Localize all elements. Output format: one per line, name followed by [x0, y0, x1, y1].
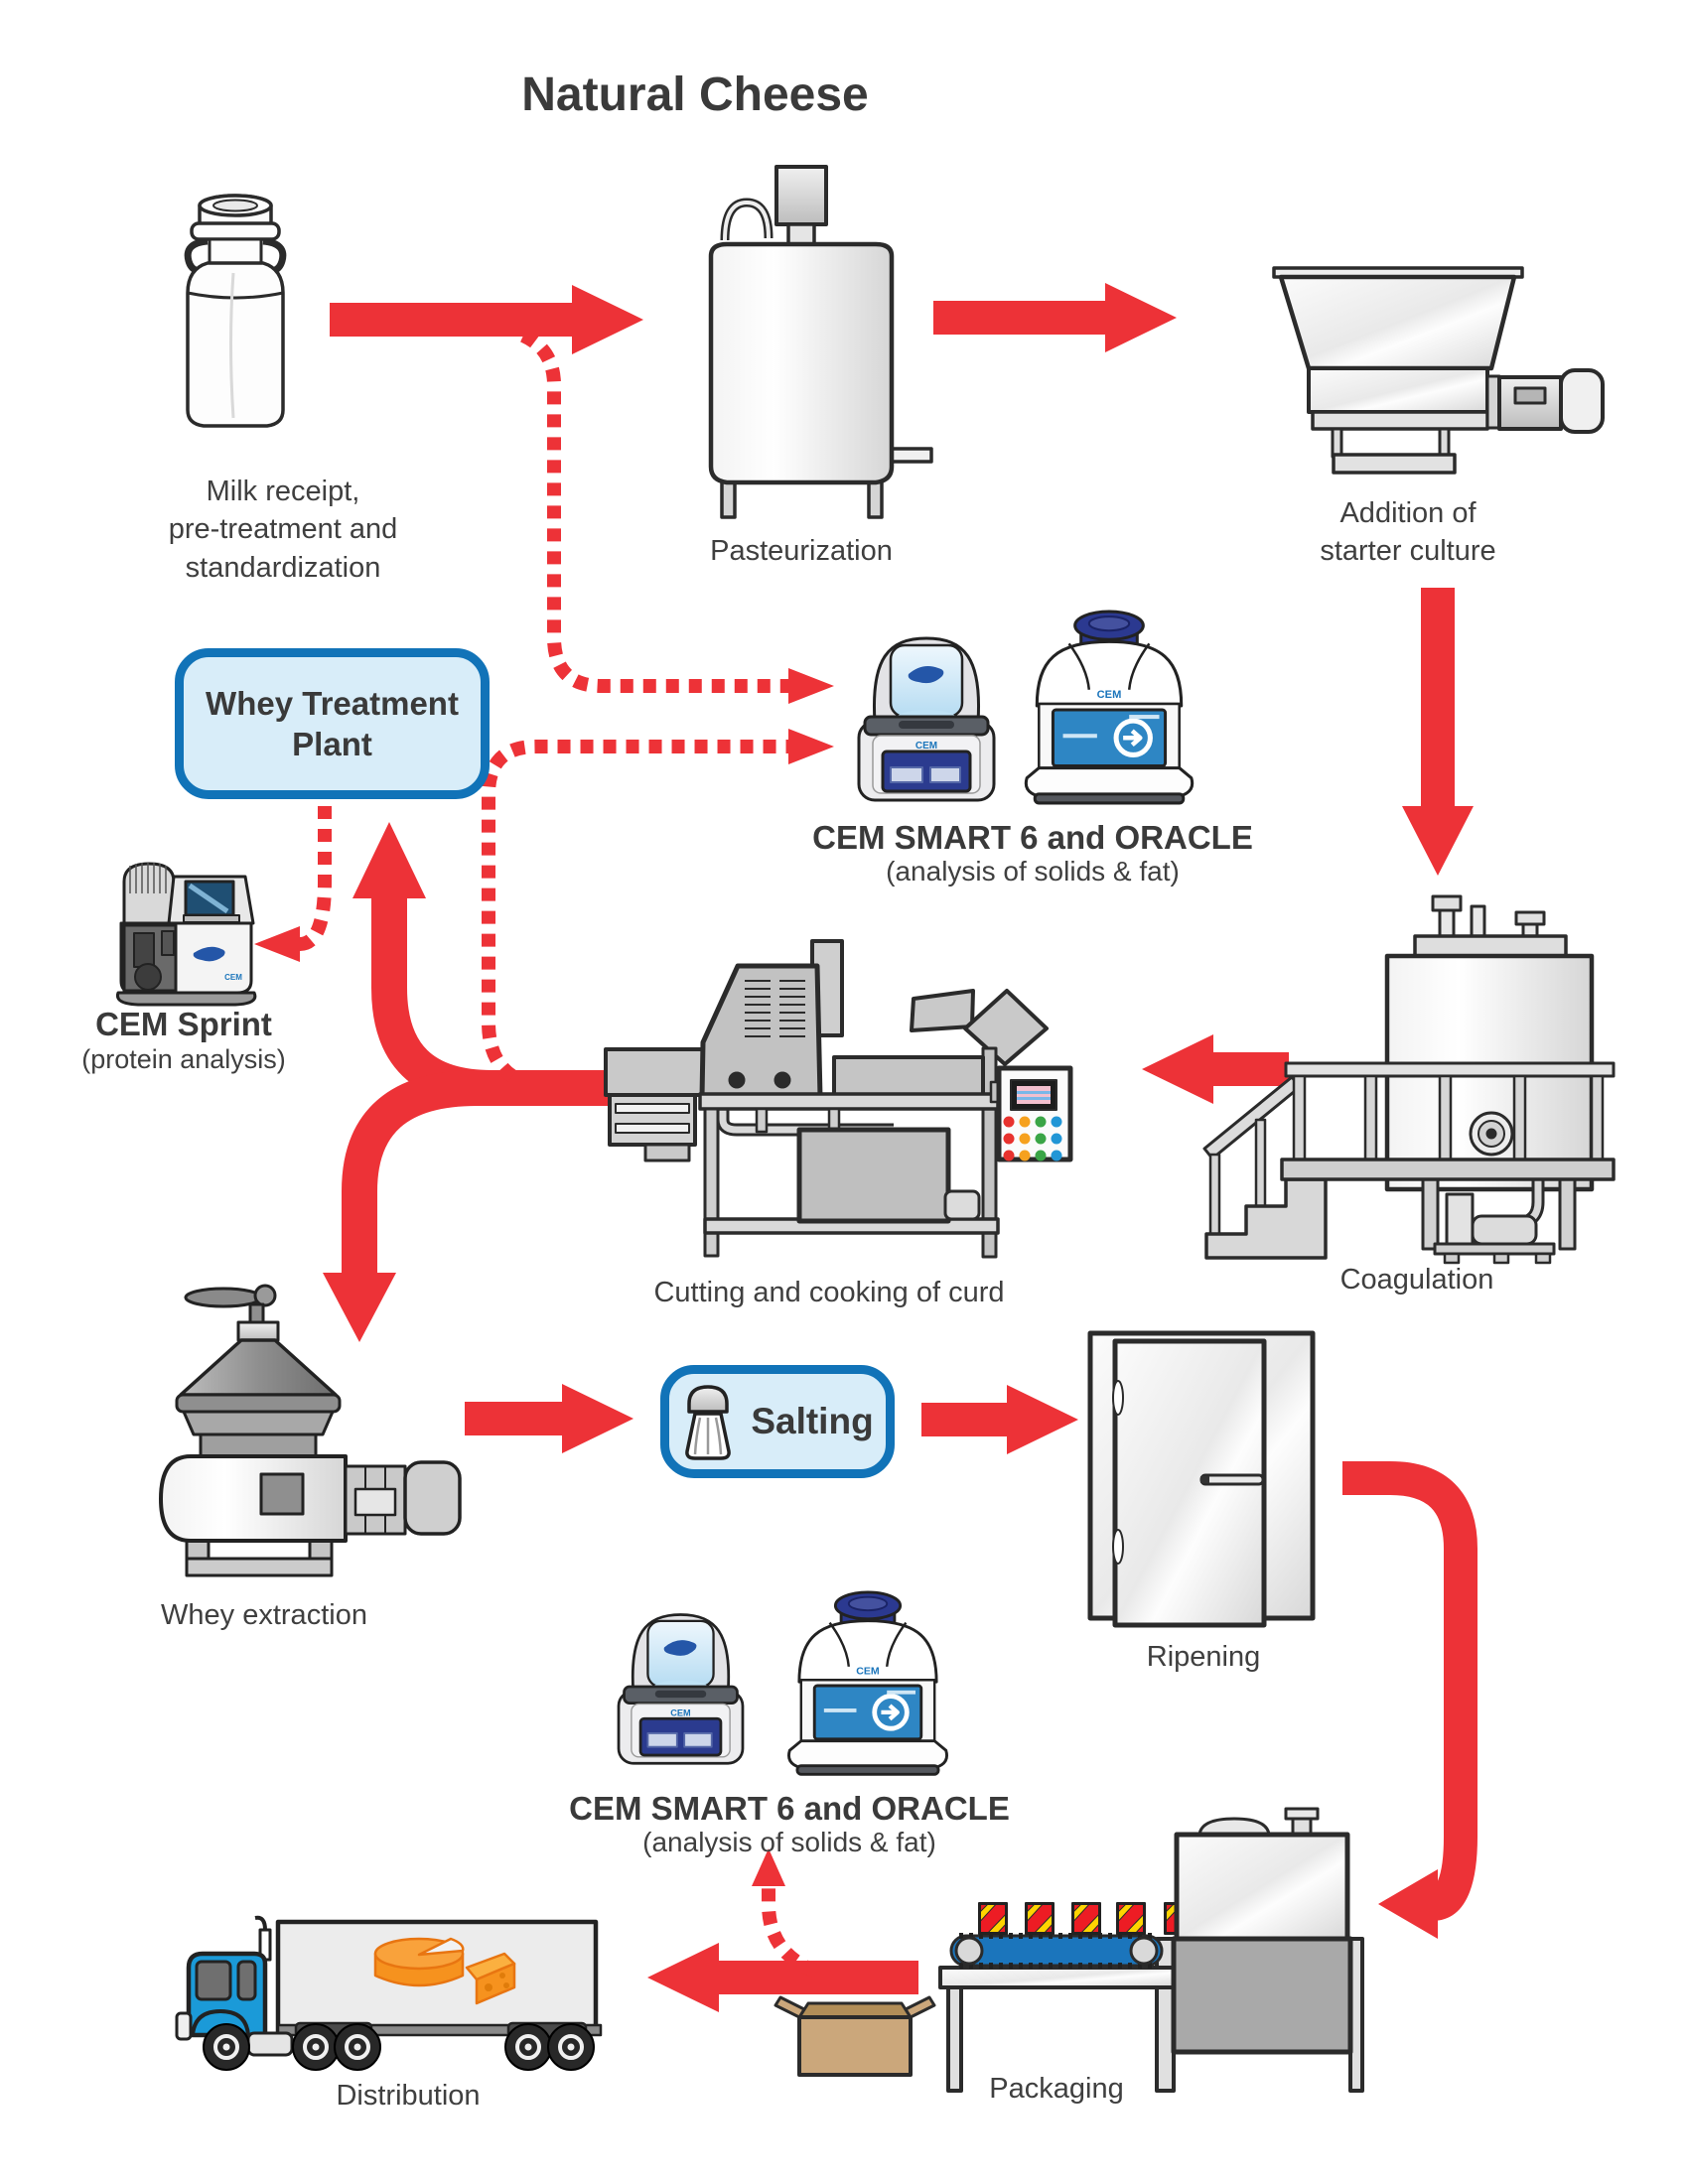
- arrow-pasteurization-to-starter: [933, 283, 1177, 352]
- starter-culture-machine-icon: [1272, 266, 1605, 475]
- packaging-machine-icon: [774, 1807, 1364, 2093]
- pasteurization-tank-icon: [708, 165, 933, 519]
- cem-oracle-top-icon: [1009, 610, 1209, 810]
- cem-oracle-bottom-icon: [773, 1590, 963, 1781]
- cem-smart6-top-title: CEM SMART 6 and ORACLE: [812, 819, 1253, 856]
- cem-sprint-subtitle: (protein analysis): [81, 1044, 286, 1074]
- ripening-label: Ripening: [1146, 1641, 1261, 1673]
- cem-smart6-bottom-icon: [608, 1606, 754, 1768]
- milk-receipt-label: Milk receipt, pre-treatment and standard…: [168, 476, 398, 584]
- arrow-packaging-to-distribution: [647, 1943, 918, 2012]
- cem-smart6-top-icon: [847, 629, 1006, 805]
- cem-smart6-top-subtitle: (analysis of solids & fat): [886, 856, 1180, 887]
- pasteurization-label: Pasteurization: [710, 535, 893, 567]
- dashed-wheyplant-to-sprint: [299, 806, 332, 951]
- sprint-cem-logo: CEM: [224, 973, 242, 982]
- cheese-wheel-icon: [373, 1937, 516, 2005]
- dashed-milk-to-smart6: [519, 329, 788, 693]
- starter-culture-label: Addition of starter culture: [1320, 497, 1496, 568]
- arrow-cutting-split: [323, 822, 608, 1342]
- truck-wheels: [203, 2023, 595, 2071]
- cem-sprint-icon: CEM: [115, 862, 257, 1007]
- whey-treatment-plant-box: Whey Treatment Plant: [175, 648, 490, 799]
- coagulation-tank-icon: [1202, 894, 1616, 1265]
- cutting-label: Cutting and cooking of curd: [653, 1277, 1005, 1308]
- arrow-milk-to-pasteurization: [330, 285, 643, 354]
- cem-smart6-bottom-subtitle: (analysis of solids & fat): [642, 1827, 936, 1857]
- arrow-wheyextraction-to-salting: [465, 1384, 633, 1453]
- distribution-truck-icon: [175, 1915, 603, 2071]
- arrow-starter-to-coagulation: [1402, 588, 1474, 876]
- arrow-salting-to-ripening: [921, 1385, 1078, 1454]
- packaging-label: Packaging: [989, 2073, 1124, 2105]
- salt-shaker-icon: [685, 1385, 732, 1460]
- cardboard-box-icon: [774, 1995, 936, 2077]
- ripening-door-icon: [1087, 1330, 1316, 1628]
- cutting-cooking-machine-icon: [604, 939, 1073, 1259]
- milk-can-icon: [184, 194, 287, 428]
- arrow-ripening-to-packaging: [1342, 1461, 1477, 1939]
- page-title: Natural Cheese: [521, 68, 869, 121]
- arrow-coagulation-to-cutting: [1142, 1034, 1289, 1104]
- salting-label: Salting: [751, 1401, 874, 1441]
- whey-extraction-separator-icon: [159, 1284, 462, 1577]
- coagulation-label: Coagulation: [1339, 1264, 1494, 1296]
- control-panel-buttons: [1003, 1116, 1062, 1161]
- conveyor-belt: [949, 1933, 1164, 1969]
- salting-box: Salting: [660, 1365, 895, 1478]
- cem-smart6-bottom-title: CEM SMART 6 and ORACLE: [569, 1790, 1010, 1827]
- whey-treatment-plant-label: Whey Treatment Plant: [206, 684, 459, 762]
- dashed-packaging-to-smart6: [762, 1886, 819, 1979]
- cem-sprint-title: CEM Sprint: [95, 1006, 272, 1042]
- dashed-cutting-to-smart6: [482, 740, 788, 1082]
- whey-extraction-label: Whey extraction: [161, 1599, 367, 1631]
- distribution-label: Distribution: [336, 2080, 481, 2112]
